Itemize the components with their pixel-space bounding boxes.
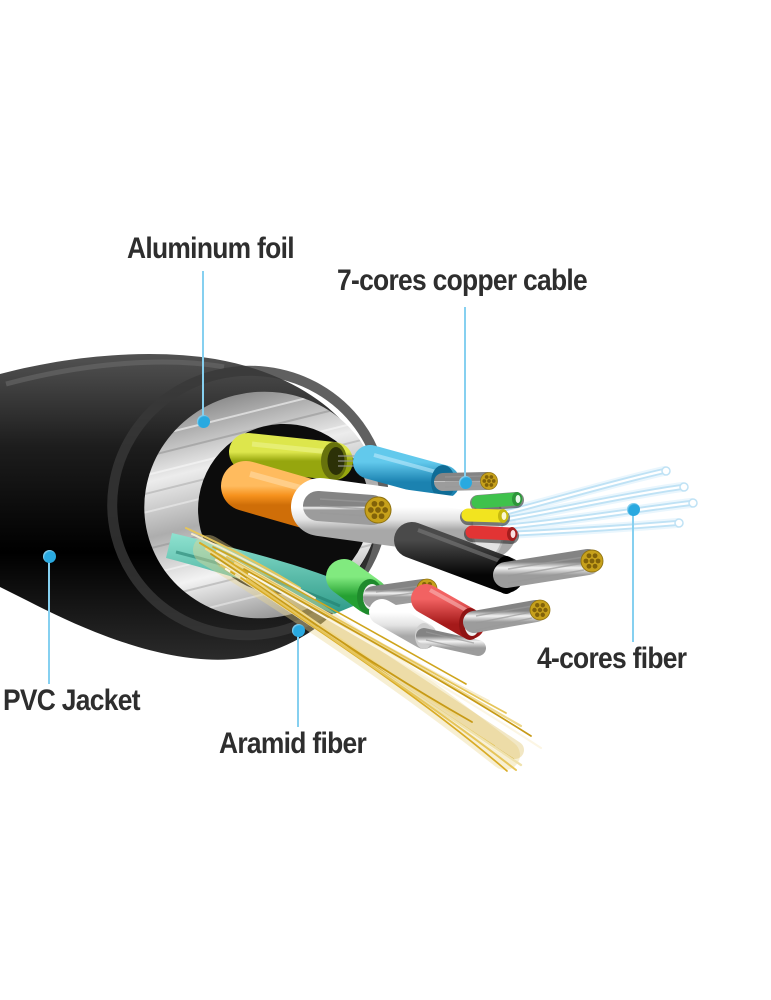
callout-dot [458, 475, 472, 489]
orange-wire-strands [303, 497, 391, 523]
callout-line [297, 630, 299, 727]
callout-label: Aramid fiber [219, 727, 367, 760]
callout-line [48, 556, 50, 684]
callout-dot [291, 623, 305, 637]
copper-wire-red [411, 584, 550, 640]
callout-line [632, 509, 634, 642]
mini-wire-green [470, 492, 524, 511]
white-wire [369, 599, 486, 656]
fiber-strands [495, 466, 698, 539]
callout-dot [42, 549, 56, 563]
yellow-green-wire [229, 433, 399, 480]
callout-line [464, 307, 466, 482]
callout-line [202, 271, 204, 421]
callout-dot [196, 414, 210, 428]
mini-wire-yellow [460, 508, 510, 526]
copper-wire-black [394, 522, 603, 594]
callout-label: 7-cores copper cable [337, 264, 588, 297]
mini-wire-red [464, 525, 519, 544]
callout-label: Aluminum foil [127, 232, 295, 265]
callout-dot [626, 502, 640, 516]
aramid-fiber-strands [185, 527, 543, 772]
callout-label: PVC Jacket [3, 684, 140, 717]
callout-label: 4-cores fiber [537, 642, 687, 675]
